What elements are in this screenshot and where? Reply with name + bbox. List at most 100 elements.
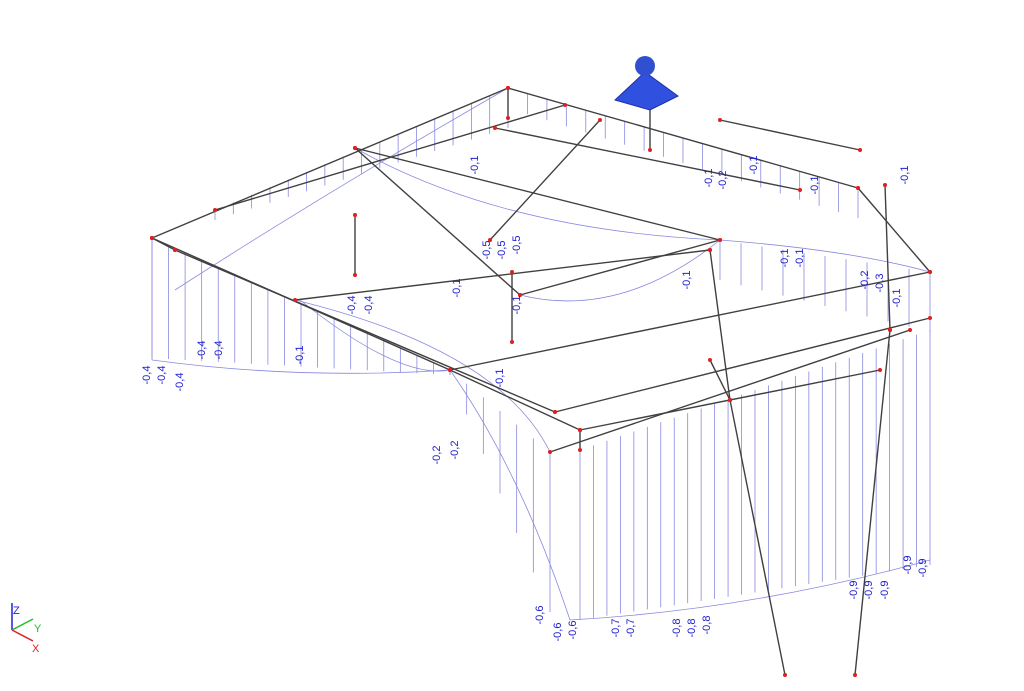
moment-value-label: -0,9 (879, 581, 891, 600)
diagram-curve (519, 239, 721, 302)
diagram-curve (151, 359, 451, 374)
node (293, 298, 297, 302)
node (578, 428, 582, 432)
moment-labels: -0,4-0,4-0,4-0,4-0,4-0,1-0,4-0,4-0,1-0,5… (141, 156, 929, 642)
frame-member[interactable] (494, 127, 801, 191)
node (908, 328, 912, 332)
moment-value-label: -0,1 (294, 346, 306, 365)
node (510, 340, 514, 344)
frame-member[interactable] (854, 329, 891, 676)
moment-value-label: -0,9 (902, 556, 914, 575)
node (798, 188, 802, 192)
moment-diagram (151, 87, 931, 621)
frame-member[interactable] (354, 147, 521, 296)
moment-value-label: -0,4 (156, 366, 168, 385)
moment-value-label: -0,4 (346, 296, 358, 315)
frame-member[interactable] (549, 329, 911, 453)
node (928, 270, 932, 274)
node (353, 273, 357, 277)
moment-value-label: -0,1 (451, 279, 463, 298)
moment-value-label: -0,4 (196, 341, 208, 360)
frame-member[interactable] (719, 119, 861, 151)
frame-member[interactable] (884, 184, 891, 331)
frame-member[interactable] (709, 249, 731, 401)
moment-value-label: -0,1 (703, 169, 715, 188)
moment-value-label: -0,1 (899, 166, 911, 185)
moment-value-label: -0,9 (863, 581, 875, 600)
moment-value-label: -0,1 (681, 271, 693, 290)
node (150, 236, 154, 240)
node (448, 368, 452, 372)
diagram-curve (174, 87, 509, 291)
node (506, 116, 510, 120)
y-axis (11, 618, 34, 631)
frame-member[interactable] (354, 147, 721, 241)
diagram-curve (354, 147, 721, 241)
frame-member[interactable] (489, 119, 601, 241)
moment-value-label: -0,1 (779, 249, 791, 268)
frame-member[interactable] (151, 237, 176, 251)
moment-value-label: -0,3 (874, 274, 886, 293)
node (506, 86, 510, 90)
node (708, 358, 712, 362)
diagram-curve (719, 239, 931, 273)
node (510, 270, 514, 274)
frame-member[interactable] (174, 249, 556, 413)
node (856, 186, 860, 190)
node (783, 673, 787, 677)
frame-member[interactable] (709, 359, 731, 401)
frame-member[interactable] (449, 271, 931, 371)
node (878, 368, 882, 372)
node (928, 316, 932, 320)
moment-value-label: -0,9 (917, 559, 929, 578)
frame-member[interactable] (294, 249, 711, 301)
node (563, 103, 567, 107)
node (708, 248, 712, 252)
axis-triad: Z Y X (11, 603, 42, 655)
moment-value-label: -0,6 (552, 623, 564, 642)
moment-value-label: -0,1 (469, 156, 481, 175)
z-axis-label: Z (13, 605, 20, 617)
moment-value-label: -0,2 (449, 441, 461, 460)
node (518, 293, 522, 297)
x-axis (11, 629, 34, 642)
frame-member[interactable] (449, 369, 581, 431)
moment-value-label: -0,8 (686, 619, 698, 638)
moment-value-label: -0,5 (511, 236, 523, 255)
moment-value-label: -0,6 (534, 606, 546, 625)
frame-member[interactable] (151, 87, 509, 239)
moment-value-label: -0,7 (610, 619, 622, 638)
node (493, 126, 497, 130)
node (213, 208, 217, 212)
node (353, 146, 357, 150)
moment-value-label: -0,4 (174, 373, 186, 392)
moment-value-label: -0,8 (701, 616, 713, 635)
moment-value-label: -0,5 (496, 241, 508, 260)
node (728, 398, 732, 402)
moment-value-label: -0,1 (794, 249, 806, 268)
frame-member[interactable] (857, 187, 931, 273)
support-icon (614, 56, 679, 111)
moment-value-label: -0,1 (891, 289, 903, 308)
node (883, 183, 887, 187)
moment-value-label: -0,2 (431, 446, 443, 465)
node (718, 238, 722, 242)
node (173, 248, 177, 252)
node (888, 328, 892, 332)
moment-value-label: -0,7 (625, 619, 637, 638)
node (858, 148, 862, 152)
frame-member[interactable] (554, 317, 931, 413)
diagram-curve (299, 299, 451, 372)
moment-value-label: -0,4 (363, 296, 375, 315)
diagram-curve (449, 369, 931, 621)
moment-value-label: -0,4 (213, 341, 225, 360)
node (488, 238, 492, 242)
moment-value-label: -0,6 (567, 621, 579, 640)
moment-value-label: -0,9 (848, 581, 860, 600)
moment-value-label: -0,1 (809, 176, 821, 195)
frame-member[interactable] (519, 239, 721, 296)
frame-member[interactable] (729, 399, 786, 676)
y-axis-label: Y (34, 623, 42, 635)
